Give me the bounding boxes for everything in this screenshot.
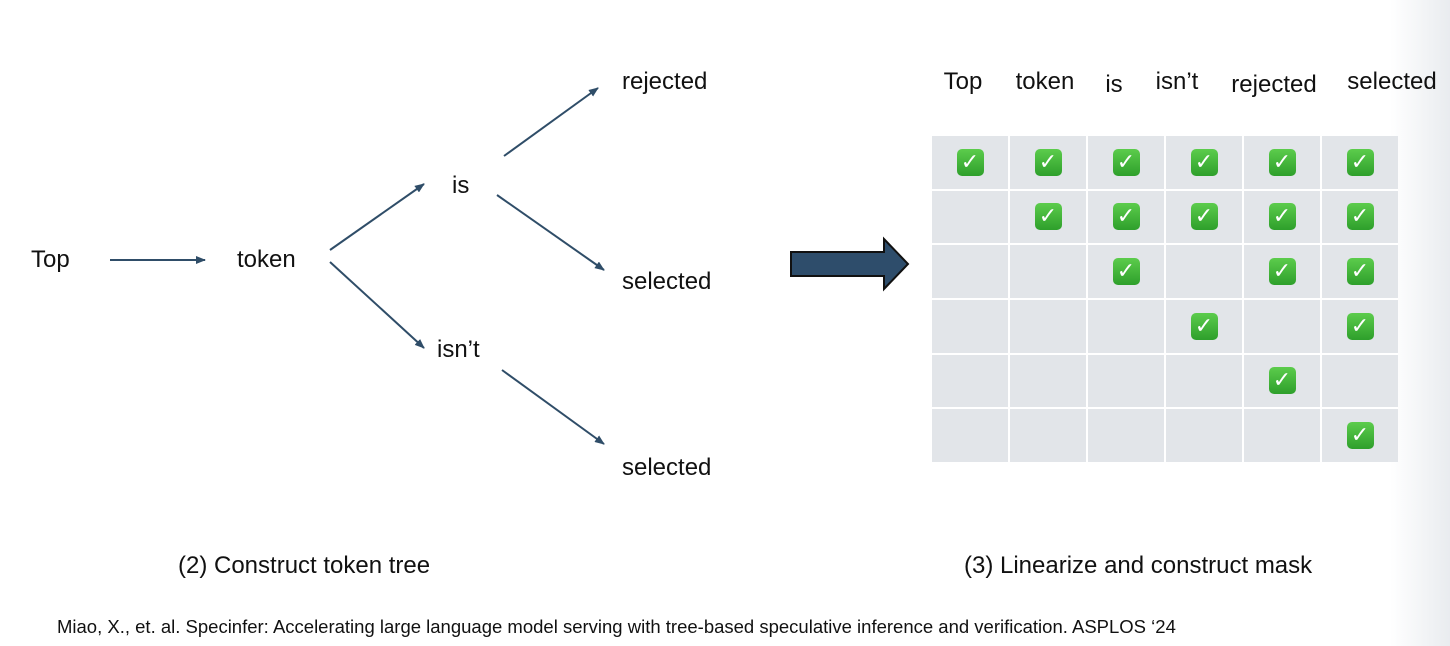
mask-cell: ✓ [1166,190,1242,244]
mask-cell [1166,409,1242,462]
edge-is-rejected [503,87,599,157]
mask-cell [932,245,1008,298]
mask-cell [932,190,1008,244]
mask-cell [1244,409,1320,462]
attention-mask-grid: ✓ ✓ ✓ ✓ ✓ ✓ ✓ ✓ ✓ ✓ ✓ ✓ ✓ ✓ ✓ ✓ ✓ ✓ [932,136,1398,462]
mask-cell [1244,300,1320,353]
caption-construct-token-tree: (2) Construct token tree [178,552,431,579]
mask-cell [1010,409,1086,462]
mask-column-header: rejected [1231,71,1317,98]
check-mark-icon: ✓ [1346,258,1374,286]
mask-cell [1010,300,1086,353]
mask-column-header: is [1105,71,1123,98]
tree-node-is: is [452,172,470,199]
mask-cell [1088,354,1164,408]
check-mark-icon: ✓ [1034,203,1062,231]
check-mark-icon: ✓ [956,148,984,176]
mask-cell [1322,354,1398,408]
mask-column-header: Top [943,68,983,95]
right-edge-shadow [1390,0,1450,646]
mask-column-header: token [1015,68,1075,95]
check-mark-icon: ✓ [1190,312,1218,340]
check-mark-icon: ✓ [1346,203,1374,231]
check-mark-icon: ✓ [1190,148,1218,176]
citation: Miao, X., et. al. Specinfer: Acceleratin… [57,616,1176,637]
check-mark-icon: ✓ [1268,148,1296,176]
check-mark-icon: ✓ [1112,203,1140,231]
mask-cell: ✓ [1166,136,1242,189]
check-mark-icon: ✓ [1268,258,1296,286]
mask-column-header: selected [1347,68,1437,95]
check-mark-icon: ✓ [1346,312,1374,340]
mask-cell [1010,354,1086,408]
edge-token-is [329,183,425,251]
mask-cell: ✓ [1322,409,1398,462]
tree-node-top: Top [31,246,70,273]
token-tree-edges [110,87,605,445]
tree-node-token: token [237,246,296,273]
mask-cell [1088,409,1164,462]
tree-node-rejected: rejected [622,68,708,95]
mask-cell: ✓ [1088,245,1164,298]
edge-token-isnt [329,261,425,349]
check-mark-icon: ✓ [1034,148,1062,176]
mask-cell: ✓ [1088,190,1164,244]
mask-cell: ✓ [1244,136,1320,189]
tree-node-selected-from-isnt: selected [622,454,712,481]
mask-cell: ✓ [1166,300,1242,353]
tree-node-isnt: isn’t [437,336,480,363]
mask-cell: ✓ [1322,136,1398,189]
caption-linearize-construct-mask: (3) Linearize and construct mask [964,552,1313,579]
mask-cell [1166,245,1242,298]
mask-cell: ✓ [1088,136,1164,189]
check-mark-icon: ✓ [1268,203,1296,231]
mask-cell: ✓ [1010,136,1086,189]
check-mark-icon: ✓ [1346,422,1374,450]
mask-column-header: isn’t [1155,68,1199,95]
mask-cell [1010,245,1086,298]
tree-node-selected-from-is: selected [622,268,712,295]
check-mark-icon: ✓ [1112,148,1140,176]
mask-cell [932,354,1008,408]
check-mark-icon: ✓ [1346,148,1374,176]
check-mark-icon: ✓ [1112,258,1140,286]
mask-cell: ✓ [1322,245,1398,298]
mask-cell [1088,300,1164,353]
edge-isnt-selected [501,369,605,445]
mask-cell [932,409,1008,462]
mask-cell: ✓ [1322,300,1398,353]
mask-cell [1166,354,1242,408]
mask-cell: ✓ [1244,190,1320,244]
mask-cell [932,300,1008,353]
edge-is-selected [496,194,605,271]
check-mark-icon: ✓ [1190,203,1218,231]
check-mark-icon: ✓ [1268,367,1296,395]
mask-cell: ✓ [1244,354,1320,408]
mask-cell: ✓ [932,136,1008,189]
linearize-arrow-icon [790,236,910,292]
mask-cell: ✓ [1244,245,1320,298]
mask-cell: ✓ [1010,190,1086,244]
mask-cell: ✓ [1322,190,1398,244]
